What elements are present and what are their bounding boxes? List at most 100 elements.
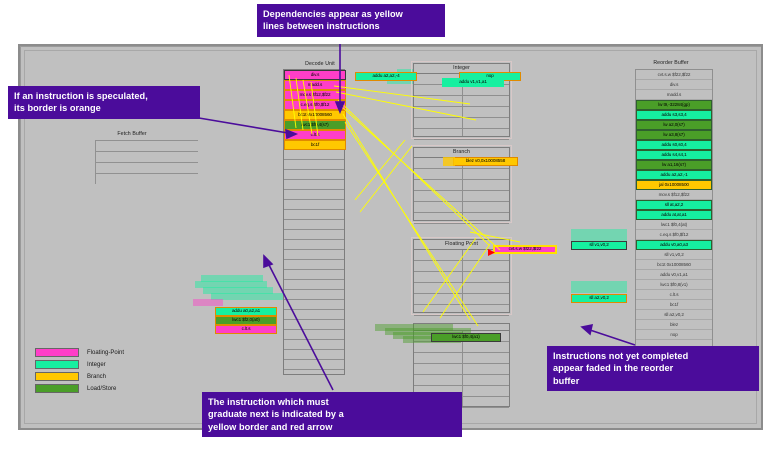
- branch-unit-title: Branch: [452, 149, 471, 156]
- unit-slot: [414, 353, 509, 364]
- decode-instruction[interactable]: bc1f: [284, 140, 346, 150]
- reorder-buffer-entry[interactable]: mov.s $f12,$f22: [636, 190, 712, 200]
- decode-unit-slot: [284, 160, 344, 170]
- fetch-buffer-left-rule: [95, 140, 96, 184]
- pending-trail-bar: [195, 281, 267, 288]
- floating-point-instruction[interactable]: cvt.s.w $f22,$f22: [493, 245, 557, 254]
- reorder-buffer-entry[interactable]: addu a2,a2,-1: [636, 170, 712, 180]
- fetch-buffer-slot: [95, 151, 198, 162]
- pending-trail-bar: [571, 287, 627, 293]
- reorder-buffer-entry[interactable]: bc1t 0x10008560: [636, 260, 712, 270]
- integer-instruction[interactable]: addu v1,v1,a1: [442, 78, 504, 87]
- legend-swatch: [35, 384, 79, 393]
- decode-unit-slot: [284, 350, 344, 360]
- reorder-buffer-entry[interactable]: nop: [636, 330, 712, 340]
- decode-unit-slot: [284, 250, 344, 260]
- legend-row: Floating-Point: [35, 347, 155, 358]
- decode-unit-slot: [284, 240, 344, 250]
- unit-slot: [414, 294, 509, 305]
- pending-trail-bar: [201, 275, 263, 282]
- pending-trail-bar: [571, 235, 627, 241]
- reorder-buffer-entry[interactable]: madd.s: [636, 90, 712, 100]
- reorder-buffer-entry[interactable]: blez: [636, 320, 712, 330]
- reorder-buffer-entry[interactable]: addu v0,a0,a3: [636, 240, 712, 250]
- reorder-buffer-entry[interactable]: lw t9,-32284(gp): [636, 100, 712, 110]
- legend-row: Branch: [35, 371, 155, 382]
- decode-unit-slot: [284, 360, 344, 370]
- pending-trail-bar: [571, 281, 627, 287]
- reorder-buffer-entry[interactable]: sll a2,v0,2: [636, 310, 712, 320]
- reorder-buffer-entry[interactable]: lwc1 $f0,8(v1): [636, 280, 712, 290]
- reorder-buffer-entry[interactable]: addu s4,s4,1: [636, 150, 712, 160]
- fetch-buffer-slot: [95, 140, 198, 151]
- decode-instruction[interactable]: c.eq.s $f0,$f12: [284, 100, 346, 110]
- reorder-buffer-entry[interactable]: addu s3,s3,4: [636, 110, 712, 120]
- reorder-buffer-entry[interactable]: lw a1,16(s7): [636, 160, 712, 170]
- decode-instruction[interactable]: bc1t 0x10008560: [284, 110, 346, 120]
- pending-trail-bar: [211, 293, 283, 300]
- pending-instruction-right[interactable]: sll v1,v0,2: [571, 241, 627, 250]
- callout-faded: Instructions not yet completed appear fa…: [547, 346, 759, 392]
- decode-instruction[interactable]: c.lt.s: [284, 130, 346, 140]
- decode-instruction[interactable]: div.s: [284, 70, 346, 80]
- reorder-buffer-entry[interactable]: c.lt.s: [636, 290, 712, 300]
- reorder-buffer-entry[interactable]: addu s0,s0,4: [636, 140, 712, 150]
- reorder-buffer-entry[interactable]: addu at,at,a1: [636, 210, 712, 220]
- unit-slot: [414, 191, 509, 202]
- reorder-buffer-entry[interactable]: addu v0,v1,a1: [636, 270, 712, 280]
- decode-unit-slot: [284, 280, 344, 290]
- load-store-unit-header: [414, 324, 509, 331]
- unit-slot: [414, 305, 509, 316]
- legend-label: Load/Store: [87, 385, 117, 392]
- decode-unit-slot: [284, 150, 344, 160]
- load-store-trail-bar: [393, 332, 463, 339]
- unit-slot: [414, 202, 509, 213]
- reorder-buffer-entry[interactable]: lw a3,8(s7): [636, 130, 712, 140]
- reorder-buffer-entry[interactable]: cvt.s.w $f22,$f22: [636, 70, 712, 80]
- pending-instruction-left[interactable]: lwc1 $f2,0(a0): [215, 316, 277, 325]
- load-store-unit-divider: [461, 331, 463, 406]
- callout-dependencies: Dependencies appear as yellow lines betw…: [257, 4, 445, 37]
- load-store-trail-bar: [375, 324, 453, 331]
- decode-unit-slot: [284, 300, 344, 310]
- decode-unit-slot: [284, 230, 344, 240]
- decode-unit-slot: [284, 180, 344, 190]
- decode-unit-slot: [284, 310, 344, 320]
- reorder-buffer-entry[interactable]: c.eq.s $f0,$f12: [636, 230, 712, 240]
- decode-instruction[interactable]: mov.s $f12,$f22: [284, 90, 346, 100]
- pending-instruction-left[interactable]: addu a0,a2,a1: [215, 307, 277, 316]
- legend-label: Integer: [87, 361, 106, 368]
- reorder-buffer-entry[interactable]: div.s: [636, 80, 712, 90]
- fetch-buffer-slot: [95, 173, 198, 184]
- branch-trail-bar: [443, 157, 455, 166]
- callout-speculated: If an instruction is speculated, its bor…: [8, 86, 200, 119]
- floating-point-unit-slots: [414, 250, 509, 316]
- decode-unit-slot: [284, 340, 344, 350]
- fetch-buffer-title: Fetch Buffer: [117, 131, 147, 137]
- load-store-instruction[interactable]: lwc1 $f0,4(a1): [431, 333, 501, 342]
- pending-instruction-left[interactable]: c.lt.s: [215, 325, 277, 334]
- legend-label: Branch: [87, 373, 107, 380]
- pending-instruction-right[interactable]: sll a2,v0,2: [571, 294, 627, 303]
- integer-instruction[interactable]: addu a2,a2,-4: [355, 72, 417, 81]
- reorder-buffer-entry[interactable]: sll v1,v0,2: [636, 250, 712, 260]
- legend-swatch: [35, 348, 79, 357]
- decode-unit-slot: [284, 290, 344, 300]
- pending-trail-bar: [193, 299, 223, 306]
- reorder-buffer-entry[interactable]: jal 0x10008500: [636, 180, 712, 190]
- unit-slot: [414, 169, 509, 180]
- legend-swatch: [35, 372, 79, 381]
- decode-instruction[interactable]: madd.s: [284, 80, 346, 90]
- unit-slot: [414, 180, 509, 191]
- decode-instruction[interactable]: lwc1 $f0,4(s7): [284, 120, 346, 130]
- branch-instruction[interactable]: blez v0,0x10008558: [453, 157, 518, 166]
- reorder-buffer-entry[interactable]: bc1f: [636, 300, 712, 310]
- reorder-buffer-entry[interactable]: sll at,a2,2: [636, 200, 712, 210]
- decode-unit-slot: [284, 210, 344, 220]
- decode-unit-slot: [284, 260, 344, 270]
- reorder-buffer-entry[interactable]: lwc1 $f0,4(at): [636, 220, 712, 230]
- reorder-buffer-entry[interactable]: lw a2,0(s7): [636, 120, 712, 130]
